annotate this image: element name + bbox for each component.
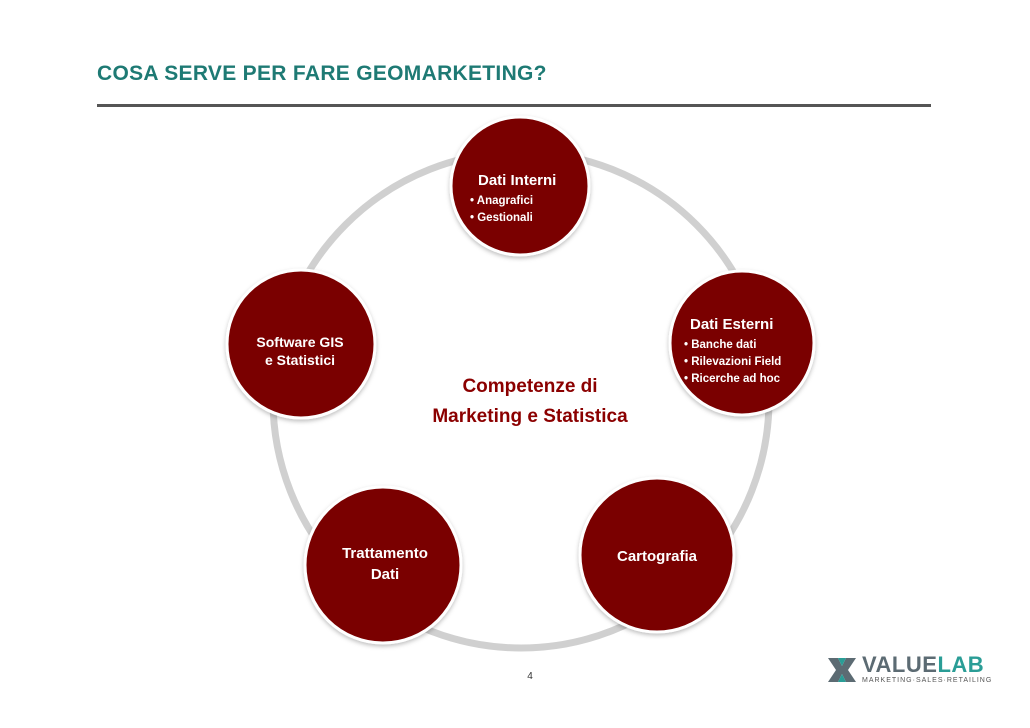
valuelab-logo: VALUELAB MARKETING·SALES·RETAILING: [826, 652, 991, 686]
list-item: Banche dati: [684, 337, 781, 354]
center-label: Competenze di Marketing e Statistica: [400, 372, 660, 432]
node-software-gis-title: Software GIS e Statistici: [240, 333, 360, 369]
node-dati-interni-text: Dati Interni Anagrafici Gestionali: [470, 172, 557, 227]
node-trattamento-dati: [303, 485, 463, 645]
node-trattamento-dati-title: Trattamento Dati: [305, 543, 465, 585]
node-dati-esterni-text: Dati Esterni Banche dati Rilevazioni Fie…: [684, 316, 781, 388]
node-cartografia-title: Cartografia: [616, 548, 698, 565]
center-label-line1: Competenze di: [462, 376, 598, 397]
node-software-gis: [225, 268, 377, 420]
page-title: COSA SERVE PER FARE GEOMARKETING?: [97, 62, 547, 85]
list-item: Ricerche ad hoc: [684, 371, 781, 388]
list-item: Gestionali: [470, 210, 556, 227]
node-dati-esterni-title: Dati Esterni: [690, 316, 774, 333]
node-trattamento-line2: Dati: [370, 566, 400, 583]
logo-tagline: MARKETING·SALES·RETAILING: [862, 677, 993, 684]
node-dati-interni-list: Anagrafici Gestionali: [470, 193, 556, 227]
logo-word-lab: LAB: [937, 652, 985, 677]
node-software-line1: Software GIS: [256, 334, 344, 350]
title-divider: [97, 104, 931, 107]
logo-word-value: VALUE: [862, 652, 938, 677]
node-dati-interni-title: Dati Interni: [478, 172, 557, 189]
node-trattamento-line1: Trattamento: [342, 545, 428, 562]
node-software-line2: e Statistici: [264, 352, 336, 368]
list-item: Anagrafici: [470, 193, 556, 210]
center-label-line2: Marketing e Statistica: [432, 406, 628, 427]
page-number: 4: [527, 671, 533, 682]
list-item: Rilevazioni Field: [684, 354, 781, 371]
logo-mark-icon: [828, 658, 856, 682]
node-cartografia: [578, 476, 736, 634]
node-dati-esterni-list: Banche dati Rilevazioni Field Ricerche a…: [684, 337, 781, 388]
logo-wordmark: VALUELAB: [862, 652, 984, 678]
